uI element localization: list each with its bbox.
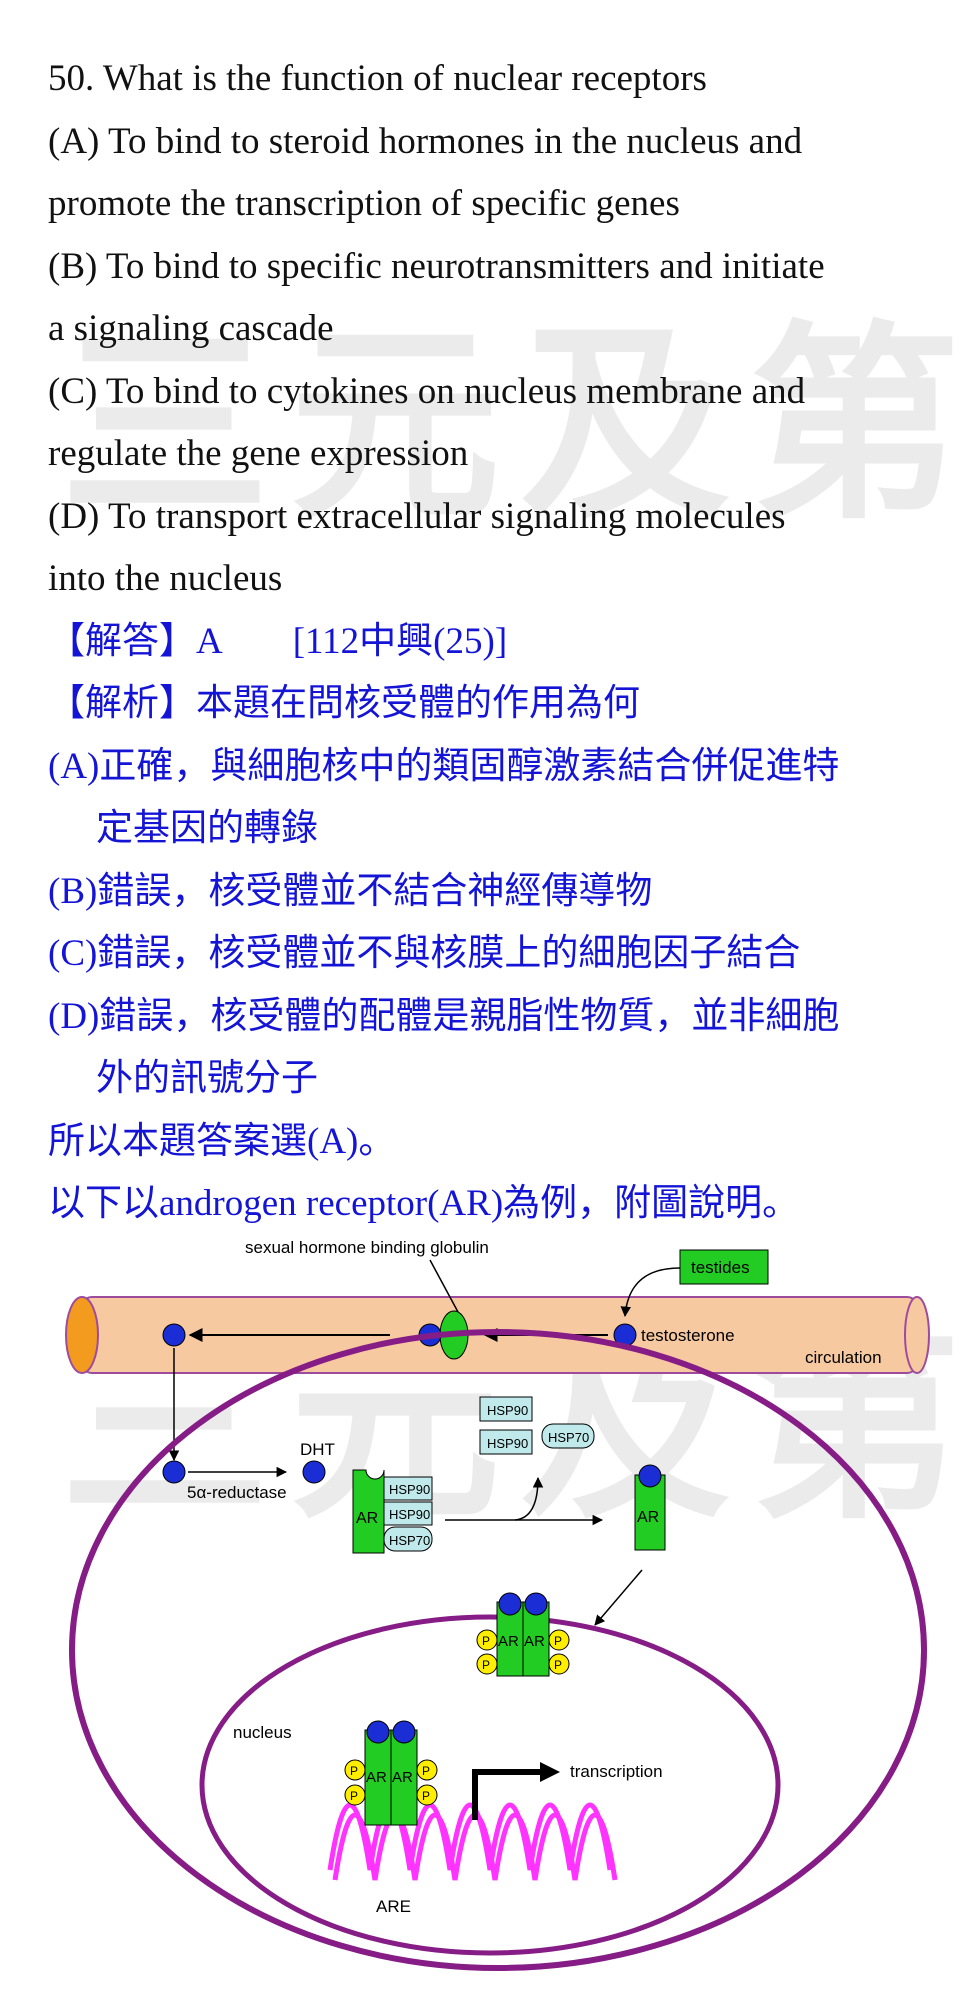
watermark-upper: 三元及第	[60, 303, 980, 548]
ar-dimer-lower-right	[390, 1729, 418, 1826]
activated-ar-ligand	[638, 1464, 662, 1488]
vessel-right-end	[904, 1296, 930, 1374]
conclusion: 所以本題答案選(A)。	[48, 1120, 396, 1162]
phosphate-lower-3	[416, 1759, 438, 1781]
free-hsp90-box-2	[479, 1429, 533, 1455]
free-hsp90-label-2: HSP90	[487, 1436, 528, 1451]
ar-with-hsp-receptor	[352, 1469, 385, 1554]
transcription-label: transcription	[570, 1762, 663, 1781]
dht-molecule	[302, 1460, 326, 1484]
ar-with-hsp-label: AR	[356, 1510, 378, 1527]
option-d-line-2: into the nucleus	[48, 558, 283, 599]
analysis-c: (C)錯誤，核受體並不與核膜上的細胞因子結合	[48, 933, 801, 974]
hsp90-label-1: HSP90	[389, 1482, 430, 1497]
figure-intro: 以下以androgen receptor(AR)為例，附圖說明。	[48, 1183, 800, 1224]
free-hsp70-box	[541, 1423, 595, 1449]
phosphate-upper-label-1: P	[482, 1634, 490, 1648]
phosphate-upper-4	[548, 1653, 570, 1675]
androgen-receptor-diagram: sexual hormone binding globulin testides…	[65, 1240, 930, 1971]
shbg-label: sexual hormone binding globulin	[245, 1240, 489, 1257]
reductase-label: 5α-reductase	[187, 1483, 287, 1502]
phosphate-lower-2	[344, 1784, 366, 1806]
cell-membrane	[69, 1329, 927, 1971]
ar-dimer-upper-ligand-right	[524, 1592, 548, 1616]
ar-dimer-lower-ligand-right	[392, 1720, 416, 1744]
circulation-label: circulation	[805, 1348, 882, 1367]
free-hsp90-label-1: HSP90	[487, 1403, 528, 1418]
option-d-line-1: (D) To transport extracellular signaling…	[48, 495, 786, 537]
analysis-a-line-2: 定基因的轉錄	[96, 808, 318, 849]
option-a-line-2: promote the transcription of specific ge…	[48, 183, 680, 224]
option-b-line-1: (B) To bind to specific neurotransmitter…	[48, 245, 825, 287]
hsp90-label-2: HSP90	[389, 1507, 430, 1522]
phosphate-lower-4	[416, 1784, 438, 1806]
vessel-left-end	[65, 1296, 99, 1374]
option-c-line-2: regulate the gene expression	[48, 433, 469, 474]
phosphate-upper-label-2: P	[482, 1658, 490, 1672]
ar-dimer-upper-label-right: AR	[524, 1633, 545, 1650]
analysis-title: 【解析】本題在問核受體的作用為何	[48, 683, 640, 724]
analysis-d-line-2: 外的訊號分子	[96, 1058, 318, 1099]
are-label: ARE	[376, 1897, 411, 1916]
phosphate-lower-label-3: P	[422, 1764, 430, 1778]
free-testosterone	[162, 1323, 186, 1347]
nucleus-label: nucleus	[233, 1723, 292, 1742]
answer-source: [112中興(25)]	[292, 620, 508, 662]
analysis-b: (B)錯誤，核受體並不結合神經傳導物	[48, 870, 653, 912]
phosphate-upper-label-4: P	[554, 1658, 562, 1672]
dht-label: DHT	[300, 1440, 335, 1459]
question-document: 50. What is the function of nuclear rece…	[48, 48, 948, 1236]
analysis-d-line-1: (D)錯誤，核受體的配體是親脂性物質，並非細胞	[48, 995, 840, 1037]
hsp90-box-1	[383, 1476, 433, 1501]
dna-strand-1	[327, 1802, 613, 1871]
transcription-arrowhead	[540, 1762, 560, 1782]
testides-arrow	[620, 1267, 681, 1318]
ar-dimer-upper-label-left: AR	[498, 1633, 519, 1650]
option-a-line-1: (A) To bind to steroid hormones in the n…	[48, 120, 803, 162]
testides-label: testides	[691, 1258, 750, 1277]
arrow-dimerization	[594, 1569, 643, 1626]
ar-dimer-upper: AR AR P P P P	[476, 1592, 570, 1677]
ar-dimer-lower-ligand-left	[366, 1720, 390, 1744]
option-b-line-2: a signaling cascade	[48, 308, 334, 349]
shbg-pointer-line	[429, 1259, 459, 1313]
phosphate-upper-1	[476, 1629, 498, 1651]
ar-dimer-lower-label-left: AR	[366, 1769, 387, 1786]
ar-dimer-lower-label-right: AR	[392, 1769, 413, 1786]
ar-dimer-dna-bound: AR AR P P P P	[344, 1720, 438, 1826]
free-hsp70-label: HSP70	[548, 1430, 589, 1445]
phosphate-upper-label-3: P	[554, 1634, 562, 1648]
phosphate-lower-label-2: P	[350, 1789, 358, 1803]
hsp70-label: HSP70	[389, 1533, 430, 1548]
testides-box	[679, 1249, 769, 1285]
hsp90-box-2	[383, 1501, 433, 1526]
arrow-hsp-release	[514, 1476, 544, 1521]
nucleus-membrane	[199, 1614, 781, 1956]
transcription-arrow	[472, 1769, 542, 1820]
hsp70-box	[383, 1526, 433, 1552]
ar-dimer-upper-ligand-left	[498, 1592, 522, 1616]
phosphate-upper-2	[476, 1653, 498, 1675]
phosphate-lower-1	[344, 1759, 366, 1781]
answer-line: 【解答】A [112中興(25)]	[48, 611, 948, 674]
phosphate-upper-3	[548, 1629, 570, 1651]
activated-ar-label: AR	[637, 1509, 659, 1526]
testosterone-label: testosterone	[641, 1326, 735, 1345]
analysis-a-line-1: (A)正確，與細胞核中的類固醇激素結合併促進特	[48, 745, 840, 787]
testosterone-in-cell	[162, 1460, 186, 1484]
answer-label: 【解答】A	[48, 620, 223, 662]
phosphate-lower-label-1: P	[350, 1764, 358, 1778]
free-hsp90-box-1	[479, 1396, 533, 1422]
question-stem: 50. What is the function of nuclear rece…	[48, 58, 707, 99]
phosphate-lower-label-4: P	[422, 1789, 430, 1803]
option-c-line-1: (C) To bind to cytokines on nucleus memb…	[48, 370, 806, 412]
